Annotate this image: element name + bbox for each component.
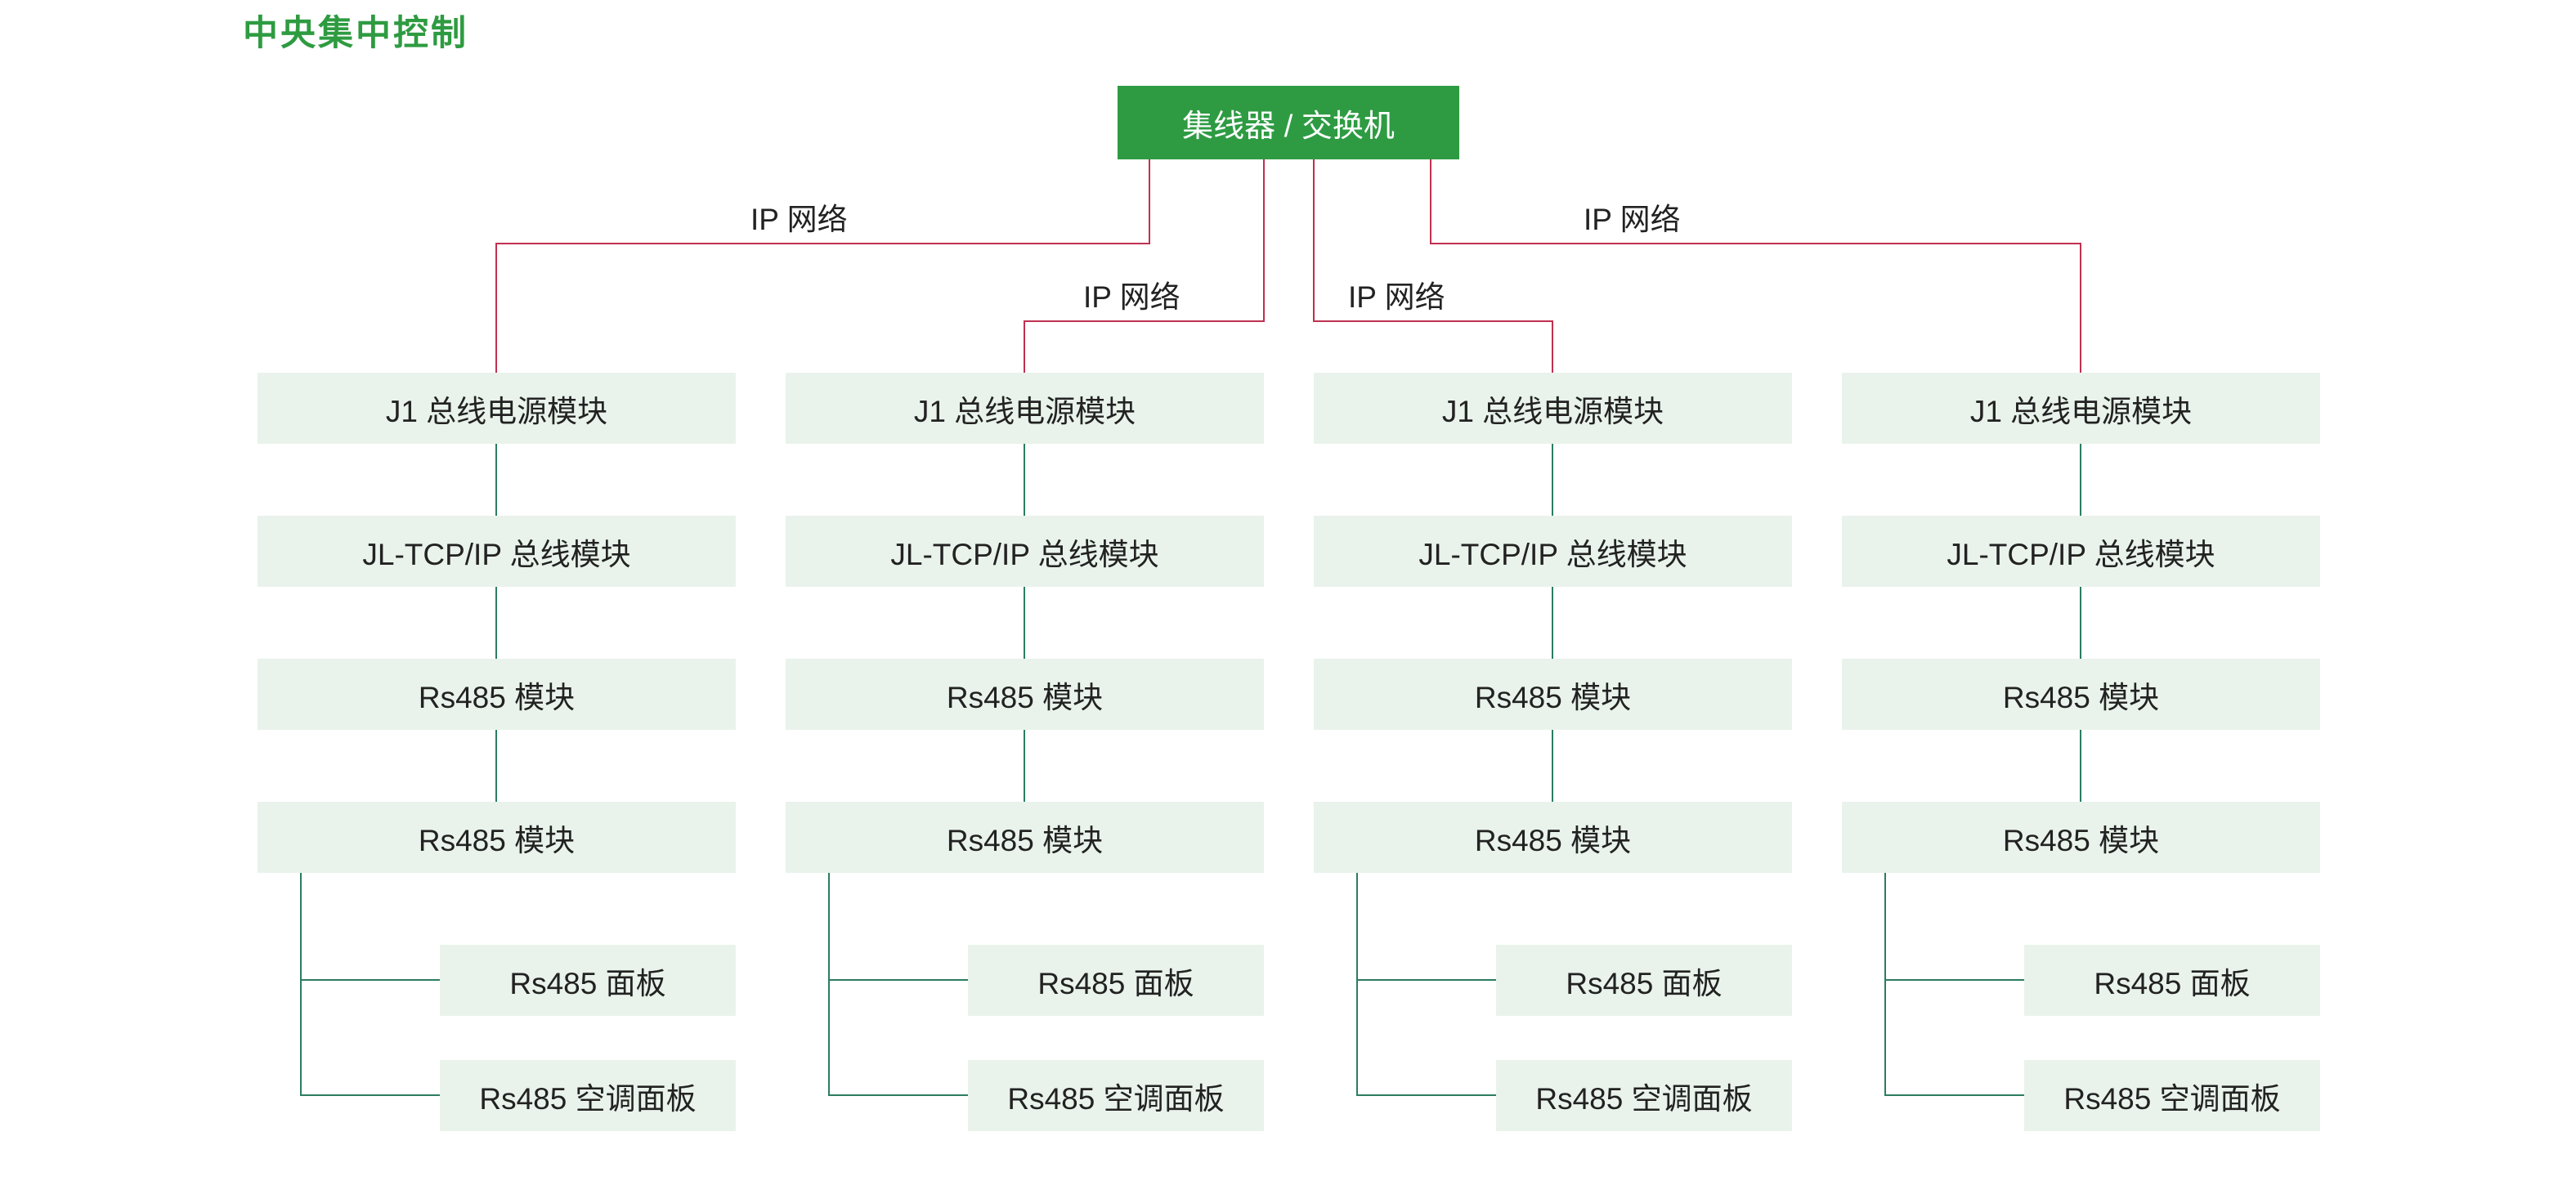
red-connector-segment [1263, 159, 1265, 320]
module-box: Rs485 模块 [258, 802, 736, 873]
green-connector-segment [1024, 730, 1025, 802]
green-connector-segment [2080, 587, 2081, 659]
ip-network-label: IP 网络 [1348, 280, 1445, 314]
panel-box: Rs485 面板 [968, 945, 1264, 1016]
module-box: J1 总线电源模块 [1314, 373, 1792, 444]
green-connector-segment [1024, 587, 1025, 659]
module-box: J1 总线电源模块 [258, 373, 736, 444]
green-connector-segment [1356, 873, 1358, 1096]
panel-box: Rs485 面板 [2024, 945, 2320, 1016]
module-box: Rs485 模块 [786, 659, 1264, 730]
module-box: JL-TCP/IP 总线模块 [786, 516, 1264, 587]
red-connector-segment [495, 243, 1150, 244]
ip-network-label: IP 网络 [1083, 280, 1180, 314]
module-box: Rs485 模块 [1314, 659, 1792, 730]
module-box: Rs485 模块 [258, 659, 736, 730]
panel-box: Rs485 面板 [1496, 945, 1792, 1016]
module-box: JL-TCP/IP 总线模块 [1842, 516, 2320, 587]
panel-box: Rs485 空调面板 [440, 1060, 736, 1131]
module-box: J1 总线电源模块 [1842, 373, 2320, 444]
red-connector-segment [495, 243, 497, 373]
panel-box: Rs485 面板 [440, 945, 736, 1016]
green-connector-segment [495, 444, 497, 516]
green-connector-segment [300, 979, 440, 981]
red-connector-segment [1024, 320, 1025, 373]
green-connector-segment [1884, 873, 1886, 1096]
green-connector-segment [1552, 730, 1553, 802]
green-connector-segment [1356, 979, 1496, 981]
green-connector-segment [828, 873, 830, 1096]
panel-box: Rs485 空调面板 [1496, 1060, 1792, 1131]
diagram-title: 中央集中控制 [243, 14, 468, 53]
green-connector-segment [495, 587, 497, 659]
module-box: Rs485 模块 [1842, 659, 2320, 730]
green-connector-segment [300, 1094, 440, 1096]
red-connector-segment [1313, 320, 1553, 322]
green-connector-segment [2080, 444, 2081, 516]
green-connector-segment [2080, 730, 2081, 802]
red-connector-segment [1149, 159, 1150, 243]
module-box: JL-TCP/IP 总线模块 [1314, 516, 1792, 587]
panel-box: Rs485 空调面板 [968, 1060, 1264, 1131]
green-connector-segment [495, 730, 497, 802]
module-box: Rs485 模块 [786, 802, 1264, 873]
green-connector-segment [828, 979, 968, 981]
panel-box: Rs485 空调面板 [2024, 1060, 2320, 1131]
module-box: Rs485 模块 [1314, 802, 1792, 873]
hub-box: 集线器 / 交换机 [1118, 86, 1459, 159]
red-connector-segment [1552, 320, 1553, 373]
green-connector-segment [1356, 1094, 1496, 1096]
ip-network-label: IP 网络 [1584, 203, 1681, 236]
red-connector-segment [1430, 243, 2081, 244]
green-connector-segment [1884, 979, 2024, 981]
red-connector-segment [1313, 159, 1315, 320]
green-connector-segment [1884, 1094, 2024, 1096]
module-box: J1 总线电源模块 [786, 373, 1264, 444]
ip-network-label: IP 网络 [750, 203, 848, 236]
red-connector-segment [2080, 243, 2081, 373]
green-connector-segment [1024, 444, 1025, 516]
module-box: Rs485 模块 [1842, 802, 2320, 873]
green-connector-segment [300, 873, 302, 1096]
module-box: JL-TCP/IP 总线模块 [258, 516, 736, 587]
red-connector-segment [1024, 320, 1265, 322]
red-connector-segment [1430, 159, 1431, 243]
green-connector-segment [828, 1094, 968, 1096]
green-connector-segment [1552, 587, 1553, 659]
green-connector-segment [1552, 444, 1553, 516]
